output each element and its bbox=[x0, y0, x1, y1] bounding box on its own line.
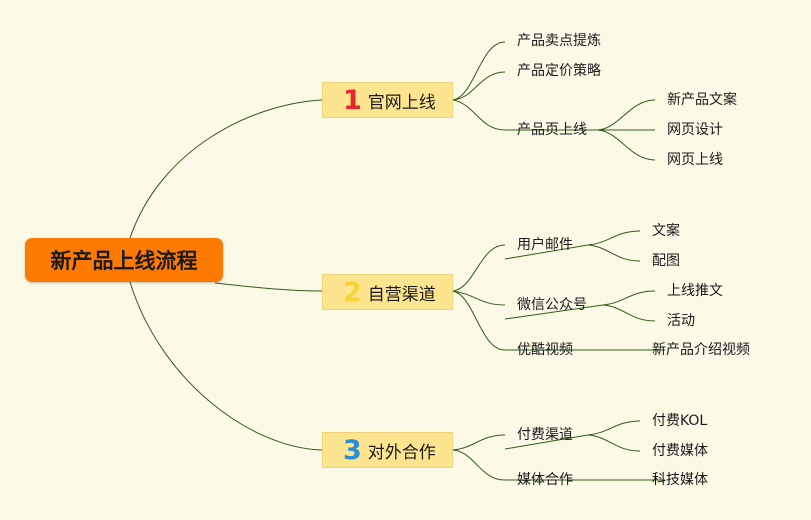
edge-b2c2-g2 bbox=[602, 304, 656, 322]
topic-paid-channels[interactable]: 付费渠道 bbox=[517, 427, 573, 443]
topic-product-page-launch[interactable]: 产品页上线 bbox=[517, 122, 587, 138]
topic-product-intro-video[interactable]: 新产品介绍视频 bbox=[652, 342, 750, 358]
branch-3-label: 对外合作 bbox=[367, 442, 436, 463]
branch-3-number: 3 bbox=[343, 434, 362, 466]
edge-b1c3-g3 bbox=[597, 129, 656, 161]
edge-b2c1-g2 bbox=[587, 244, 641, 262]
edge-b2c2-g1 bbox=[602, 290, 656, 306]
edge-b2-c3 bbox=[452, 290, 506, 351]
topic-product-pricing[interactable]: 产品定价策略 bbox=[517, 63, 601, 79]
edge-b2c2-u bbox=[504, 304, 604, 320]
edge-b3c1-u bbox=[504, 434, 589, 450]
edge-b3-c1 bbox=[452, 434, 506, 451]
topic-campaign[interactable]: 活动 bbox=[667, 313, 695, 329]
edge-b2c1-u bbox=[504, 244, 589, 260]
topic-product-selling-points[interactable]: 产品卖点提炼 bbox=[517, 33, 601, 49]
topic-paid-kol[interactable]: 付费KOL bbox=[652, 413, 708, 429]
branch-1-topic[interactable]: 1 官网上线 bbox=[322, 82, 453, 118]
edge-b2-c2 bbox=[452, 290, 506, 306]
edge-b3c1-g2 bbox=[587, 434, 641, 452]
branch-3-topic[interactable]: 3 对外合作 bbox=[322, 432, 453, 468]
topic-images[interactable]: 配图 bbox=[652, 253, 680, 269]
edge-root-branch2 bbox=[214, 282, 323, 292]
branch-1-number: 1 bbox=[343, 84, 362, 116]
topic-media-partnership[interactable]: 媒体合作 bbox=[517, 472, 573, 488]
branch-1-label: 官网上线 bbox=[367, 92, 436, 113]
edge-b3c1-g1 bbox=[587, 420, 641, 436]
root-topic[interactable]: 新产品上线流程 bbox=[25, 238, 223, 282]
edge-root-branch1 bbox=[129, 99, 323, 239]
edge-b2-c1 bbox=[452, 244, 506, 292]
edge-b1-c1 bbox=[452, 41, 506, 101]
topic-web-design[interactable]: 网页设计 bbox=[667, 122, 723, 138]
topic-paid-media[interactable]: 付费媒体 bbox=[652, 443, 708, 459]
topic-user-email[interactable]: 用户邮件 bbox=[517, 237, 573, 253]
topic-wechat-account[interactable]: 微信公众号 bbox=[517, 297, 587, 313]
topic-copywriting[interactable]: 文案 bbox=[652, 223, 680, 239]
edge-b2c1-g1 bbox=[587, 230, 641, 246]
topic-web-launch[interactable]: 网页上线 bbox=[667, 152, 723, 168]
edge-b1c3-g1 bbox=[597, 99, 656, 131]
edge-b1-c2 bbox=[452, 71, 506, 101]
topic-launch-post[interactable]: 上线推文 bbox=[667, 283, 723, 299]
topic-tech-media[interactable]: 科技媒体 bbox=[652, 472, 708, 488]
branch-2-label: 自营渠道 bbox=[367, 284, 436, 305]
edge-b1-c3 bbox=[452, 99, 506, 131]
edge-root-branch3 bbox=[129, 281, 323, 451]
branch-2-number: 2 bbox=[343, 276, 362, 308]
edge-b3-c2 bbox=[452, 449, 506, 481]
topic-youku-video[interactable]: 优酷视频 bbox=[517, 342, 573, 358]
branch-2-topic[interactable]: 2 自营渠道 bbox=[322, 274, 453, 310]
topic-new-product-copy[interactable]: 新产品文案 bbox=[667, 92, 737, 108]
